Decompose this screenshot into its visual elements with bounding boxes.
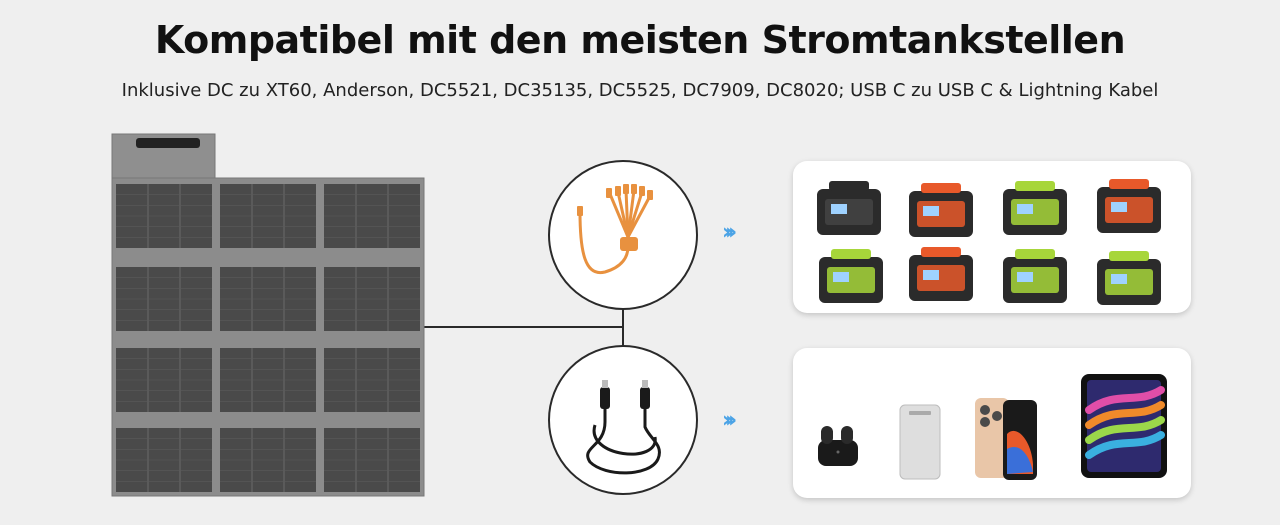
page-subtitle: Inklusive DC zu XT60, Anderson, DC5521, …: [121, 80, 1159, 101]
arrow-right-icon: ›››: [722, 408, 737, 433]
power-station-icon: [819, 249, 883, 303]
connector-lines: [420, 305, 624, 348]
usb-c-lightning-cable-icon: [586, 380, 661, 475]
multi-connector-cable-bubble: [548, 160, 698, 310]
power-station-icon: [1097, 251, 1161, 305]
earbuds-icon: [818, 426, 858, 466]
tablet-icon: [1081, 374, 1167, 478]
power-station-icon: [1003, 249, 1067, 303]
power-stations-grid: [817, 179, 1161, 305]
power-stations-card: [793, 161, 1191, 313]
power-station-icon: [817, 181, 881, 235]
power-station-icon: [1003, 181, 1067, 235]
multi-connector-cable-icon: [577, 184, 653, 275]
page-title: Kompatibel mit den meisten Stromtankstel…: [154, 18, 1126, 62]
power-bank-icon: [899, 404, 941, 480]
arrow-right-icon: ›››: [722, 220, 737, 245]
usb-cable-bubble: [548, 345, 698, 495]
smartphone-icon: [975, 398, 1037, 480]
power-station-icon: [909, 247, 973, 301]
power-station-icon: [909, 183, 973, 237]
power-station-icon: [1097, 179, 1161, 233]
devices-card: [793, 348, 1191, 498]
